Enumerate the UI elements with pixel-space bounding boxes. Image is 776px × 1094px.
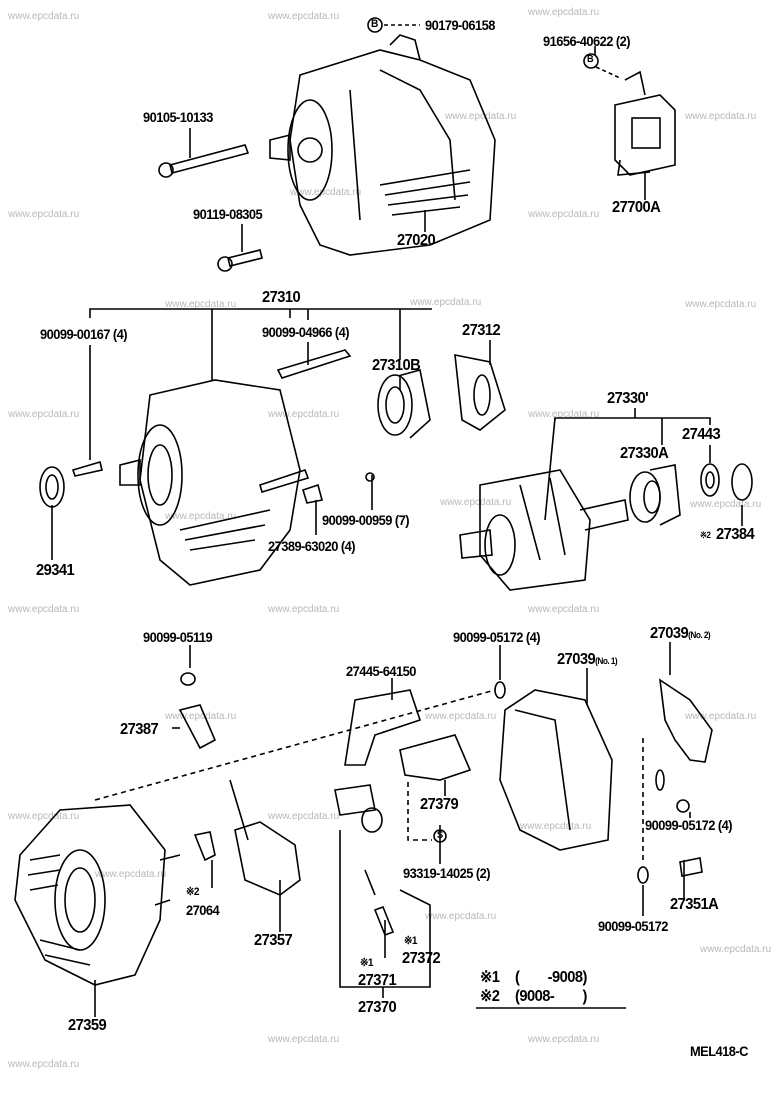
legend-mark-2: ※2 <box>480 988 500 1005</box>
bolt-mark-b: B <box>587 54 594 65</box>
part-label-27064[interactable]: 27064 <box>186 902 220 918</box>
part-label-27039-no2[interactable]: 27039(No. 2) <box>650 625 711 642</box>
part-label-27443[interactable]: 27443 <box>682 426 721 443</box>
part-label-27330[interactable]: 27330' <box>607 390 649 407</box>
legend-range-2: (9008- ) <box>515 988 587 1005</box>
terminal-insulator-drawing <box>178 672 506 750</box>
watermark: www.epcdata.ru <box>690 499 762 510</box>
part-label-90099-05172-right[interactable]: 90099-05172 (4) <box>645 817 733 833</box>
watermark: www.epcdata.ru <box>528 604 600 615</box>
watermark: www.epcdata.ru <box>528 1034 600 1045</box>
rotor-drawing <box>459 469 629 591</box>
bolt-mark-s: S <box>437 830 443 841</box>
bolt-mark-b: B <box>371 18 378 30</box>
watermark: www.epcdata.ru <box>165 299 237 310</box>
leader-lines <box>51 308 743 1017</box>
note-mark-2: ※2 <box>700 530 711 540</box>
part-label-27445-64150[interactable]: 27445-64150 <box>346 663 416 679</box>
part-label-27357[interactable]: 27357 <box>254 932 293 949</box>
watermark: www.epcdata.ru <box>528 209 600 220</box>
watermark: www.epcdata.ru <box>8 409 80 420</box>
rear-cover-drawing <box>499 678 713 884</box>
part-label-90099-05119[interactable]: 90099-05119 <box>143 629 213 645</box>
watermark: www.epcdata.ru <box>268 409 340 420</box>
watermark: www.epcdata.ru <box>268 811 340 822</box>
part-label-90119-08305[interactable]: 90119-08305 <box>193 206 263 222</box>
drive-end-frame-drawing <box>71 349 352 586</box>
watermark: www.epcdata.ru <box>165 511 237 522</box>
part-label-27310B[interactable]: 27310B <box>372 357 421 374</box>
part-label-27700A[interactable]: 27700A <box>612 199 661 216</box>
watermark: www.epcdata.ru <box>700 944 772 955</box>
diagram-code: MEL418-C <box>690 1043 748 1059</box>
part-suffix: (No. 1) <box>595 656 618 666</box>
watermark: www.epcdata.ru <box>685 111 757 122</box>
watermark: www.epcdata.ru <box>8 604 80 615</box>
watermark: www.epcdata.ru <box>685 299 757 310</box>
part-label-90099-00959[interactable]: 90099-00959 (7) <box>322 512 410 528</box>
watermark: www.epcdata.ru <box>268 11 340 22</box>
part-label-90099-04966[interactable]: 90099-04966 (4) <box>262 324 350 340</box>
part-label-27310[interactable]: 27310 <box>262 289 301 306</box>
bolt-drawing <box>158 128 426 272</box>
watermark: www.epcdata.ru <box>95 869 167 880</box>
brush-holder-drawing <box>334 689 472 937</box>
watermark: www.epcdata.ru <box>8 1059 80 1070</box>
part-label-27370[interactable]: 27370 <box>358 999 397 1016</box>
part-label-27371[interactable]: 27371 <box>358 972 397 989</box>
part-number: 27039 <box>557 651 596 668</box>
watermark: www.epcdata.ru <box>685 711 757 722</box>
nut-drawing <box>367 17 621 79</box>
assembly-dashed-lines <box>94 689 644 860</box>
part-label-90179-06158[interactable]: 90179-06158 <box>425 17 495 33</box>
watermark: www.epcdata.ru <box>410 297 482 308</box>
watermark: www.epcdata.ru <box>290 187 362 198</box>
part-label-29341[interactable]: 29341 <box>36 562 75 579</box>
part-label-90099-00167[interactable]: 90099-00167 (4) <box>40 326 128 342</box>
watermark: www.epcdata.ru <box>425 711 497 722</box>
regulator-drawing <box>614 70 676 200</box>
watermark: www.epcdata.ru <box>268 604 340 615</box>
part-label-27372[interactable]: 27372 <box>402 950 441 967</box>
watermark: www.epcdata.ru <box>445 111 517 122</box>
note-mark-1: ※1 <box>360 957 374 969</box>
watermark: www.epcdata.ru <box>528 409 600 420</box>
watermark: www.epcdata.ru <box>268 1034 340 1045</box>
note-mark-2: ※2 <box>186 886 200 898</box>
part-label-27330A[interactable]: 27330A <box>620 445 669 462</box>
part-label-90105-10133[interactable]: 90105-10133 <box>143 109 213 125</box>
part-suffix: (No. 2) <box>688 630 711 640</box>
part-label-27359[interactable]: 27359 <box>68 1017 107 1034</box>
part-label-27387[interactable]: 27387 <box>120 721 159 738</box>
part-label-90099-05172-top[interactable]: 90099-05172 (4) <box>453 629 541 645</box>
rectifier-drawing <box>193 779 301 896</box>
watermark: www.epcdata.ru <box>440 497 512 508</box>
alternator-assembly-drawing <box>269 34 496 256</box>
bearing-drawing <box>39 354 753 526</box>
part-label-27020[interactable]: 27020 <box>397 232 436 249</box>
watermark: www.epcdata.ru <box>425 911 497 922</box>
watermark: www.epcdata.ru <box>520 821 592 832</box>
note-mark-1: ※1 <box>404 935 418 947</box>
rectifier-end-frame-drawing <box>14 804 181 986</box>
part-number: 27039 <box>650 625 689 642</box>
part-label-27389-63020[interactable]: 27389-63020 (4) <box>268 538 356 554</box>
part-label-27384[interactable]: 27384 <box>716 526 755 543</box>
part-label-93319-14025[interactable]: 93319-14025 (2) <box>403 865 491 881</box>
watermark: www.epcdata.ru <box>528 7 600 18</box>
watermark: www.epcdata.ru <box>8 209 80 220</box>
legend-range-1: ( -9008) <box>515 969 587 986</box>
part-label-90099-05172-bottom[interactable]: 90099-05172 <box>598 918 668 934</box>
part-label-91656-40622[interactable]: 91656-40622 (2) <box>543 33 631 49</box>
watermark: www.epcdata.ru <box>165 711 237 722</box>
legend-mark-1: ※1 <box>480 969 500 986</box>
watermark: www.epcdata.ru <box>8 11 80 22</box>
part-label-27379[interactable]: 27379 <box>420 796 459 813</box>
watermark: www.epcdata.ru <box>8 811 80 822</box>
part-label-27312[interactable]: 27312 <box>462 322 501 339</box>
part-label-27351A[interactable]: 27351A <box>670 896 719 913</box>
part-label-27039-no1[interactable]: 27039(No. 1) <box>557 651 618 668</box>
